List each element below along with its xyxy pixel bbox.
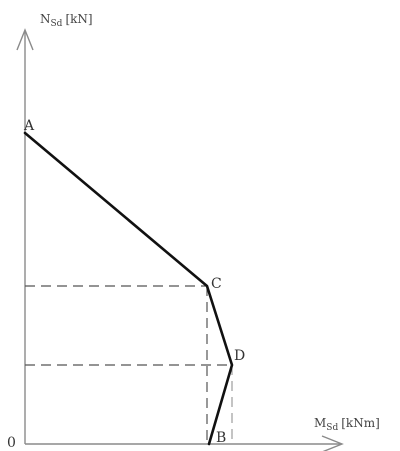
y-axis-label: NSd[kN]: [40, 12, 93, 29]
origin-label: 0: [7, 435, 16, 451]
x-axis-arrow-icon: [321, 435, 344, 451]
y-axis-arrow-icon: [16, 28, 34, 51]
point-label-d: D: [234, 348, 245, 364]
point-label-a: A: [23, 118, 35, 134]
point-label-c: C: [211, 276, 222, 292]
interaction-curve: [23, 131, 234, 446]
point-label-b: B: [216, 430, 226, 446]
x-axis-label: MSd[kNm]: [314, 416, 380, 433]
